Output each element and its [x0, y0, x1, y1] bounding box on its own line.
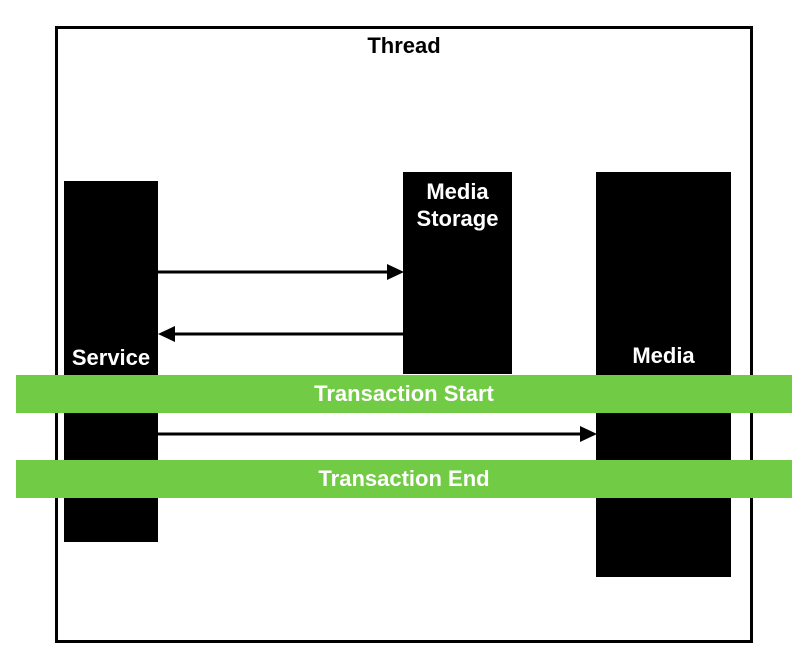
node-media-storage: Media Storage [403, 172, 512, 374]
node-service-label: Service [71, 345, 151, 370]
transaction-end-band: Transaction End [16, 460, 792, 498]
transaction-start-band: Transaction Start [16, 375, 792, 413]
arrow-media-storage-to-service-icon [158, 326, 405, 342]
arrow-service-to-media-storage-icon [157, 264, 404, 280]
node-media-storage-label: Media Storage [416, 179, 499, 231]
diagram-title: Thread [367, 33, 441, 58]
transaction-end-label: Transaction End [318, 466, 490, 491]
node-media-label: Media [632, 343, 695, 368]
node-media: Media [596, 172, 731, 577]
arrow-service-to-media-icon [157, 426, 597, 442]
transaction-start-label: Transaction Start [314, 381, 494, 406]
